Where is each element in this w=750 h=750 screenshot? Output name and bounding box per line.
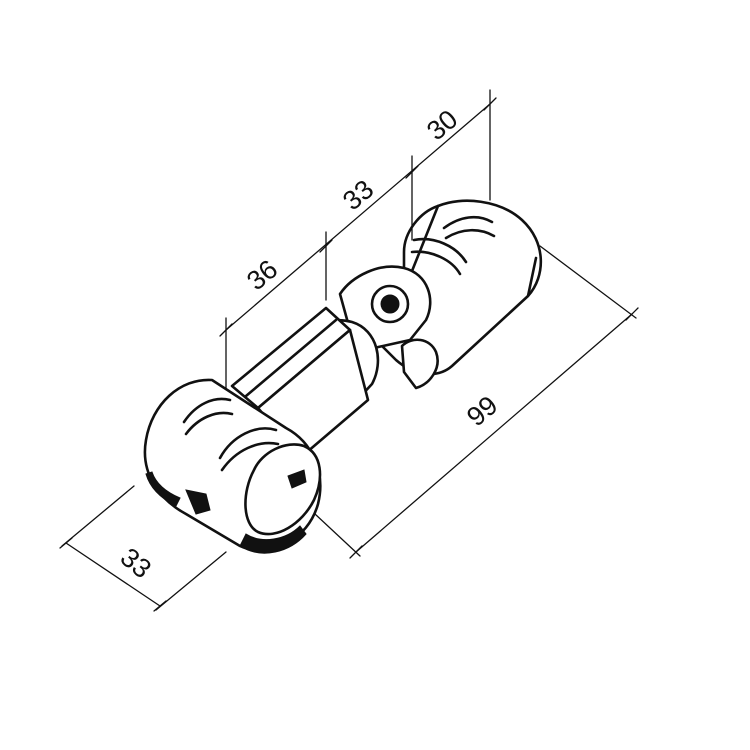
dimension-label-30: 30 <box>421 104 463 146</box>
dimension-label-33-bottom: 33 <box>115 542 157 584</box>
tick-mark <box>483 97 497 111</box>
far-clamp <box>380 199 543 376</box>
extension-line-diam-right <box>155 551 227 611</box>
dimension-label-33-top: 33 <box>337 174 379 216</box>
near-clamp <box>143 378 322 554</box>
far-clamp-slot <box>412 237 468 264</box>
dimension-label-36: 36 <box>241 254 283 296</box>
tick-mark <box>319 239 333 253</box>
far-clamp-edge <box>402 204 440 272</box>
far-clamp-slot <box>442 215 494 230</box>
upper-bolt-socket <box>380 294 400 314</box>
near-clamp-split <box>287 469 307 489</box>
near-clamp-rim <box>145 471 181 507</box>
diameter-dimension-line <box>65 542 161 607</box>
arm-edge <box>244 318 338 398</box>
tick-mark <box>625 307 639 321</box>
pivot-knuckle <box>400 338 439 390</box>
dimension-label-99: 99 <box>461 390 503 432</box>
near-clamp-slot <box>182 397 232 424</box>
extension-line-diam-left <box>61 485 135 547</box>
near-clamp-bore <box>244 443 322 536</box>
tick-mark <box>153 600 167 612</box>
far-clamp-edge <box>526 256 538 298</box>
extension-line-top-right <box>539 245 637 319</box>
overall-dimension-line <box>355 313 633 553</box>
far-clamp-slot <box>444 228 496 240</box>
near-clamp-slot <box>220 441 280 472</box>
near-clamp-split <box>185 489 211 515</box>
tick-mark <box>219 323 233 337</box>
near-clamp-slot <box>184 411 234 436</box>
far-clamp-slot <box>410 250 462 276</box>
tick-mark <box>59 537 73 549</box>
top-dimension-line <box>225 103 491 331</box>
near-clamp-rim <box>239 525 307 554</box>
near-clamp-slot <box>218 427 278 460</box>
tick-mark <box>349 545 363 559</box>
connecting-arm <box>230 306 370 460</box>
tick-mark <box>405 165 419 179</box>
